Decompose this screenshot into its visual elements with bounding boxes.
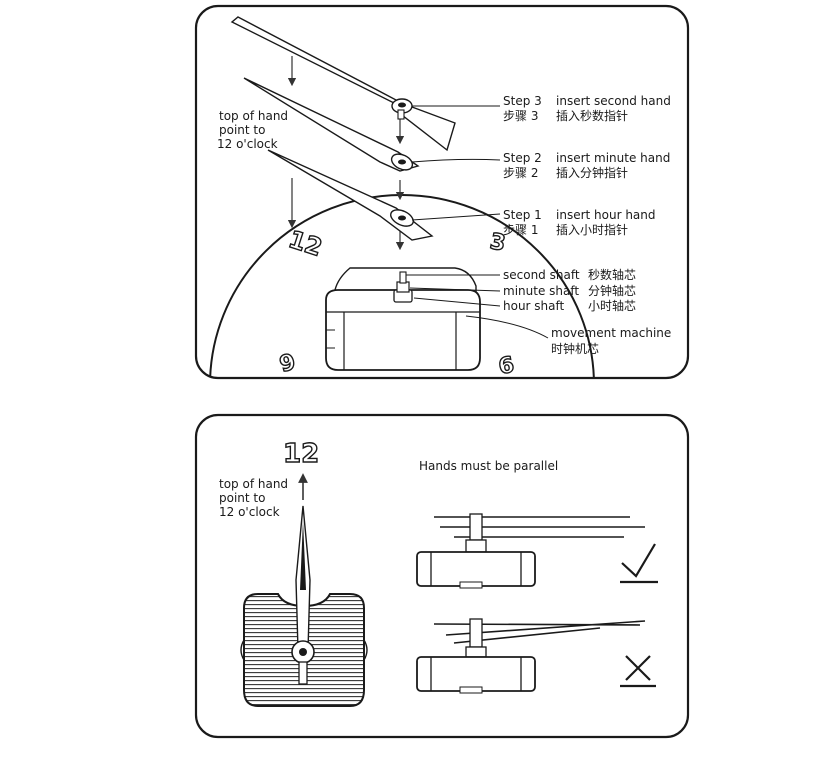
bottom-hint-line-3: 12 o'clock — [219, 505, 280, 519]
svg-text:插入秒数指针: 插入秒数指针 — [556, 108, 628, 123]
svg-text:插入小时指针: 插入小时指针 — [556, 222, 628, 237]
dial-number-3: 3 — [488, 229, 507, 256]
svg-text:insert minute hand: insert minute hand — [556, 151, 670, 165]
top-hint-line-3: 12 o'clock — [217, 137, 278, 151]
top-panel: 12 3 6 9 — [194, 4, 690, 380]
svg-text:步骤 1: 步骤 1 — [503, 223, 538, 237]
second-hand — [230, 16, 456, 152]
svg-text:Step 3: Step 3 — [503, 94, 542, 108]
svg-text:Step 2: Step 2 — [503, 151, 542, 165]
cross-icon — [620, 655, 656, 688]
check-icon — [620, 543, 658, 584]
minute-shaft-label-cn: 分钟轴芯 — [588, 283, 636, 298]
minute-shaft-label: minute shaft — [503, 284, 579, 298]
bottom-panel: 12 top of hand point to 12 o'clock Hands… — [194, 413, 690, 739]
second-shaft-label: second shaft — [503, 268, 580, 282]
step-3-label: Step 3 insert second hand 步骤 3 插入秒数指针 — [503, 94, 671, 123]
hour-shaft-label: hour shaft — [503, 299, 565, 313]
hour-hand — [267, 149, 434, 241]
dial-number-9: 9 — [277, 350, 298, 378]
second-shaft-label-cn: 秒数轴芯 — [588, 267, 636, 282]
second-shaft — [399, 271, 407, 284]
hour-shaft-label-cn: 小时轴芯 — [588, 298, 636, 313]
movement-machine — [325, 267, 481, 371]
twelve-numeral: 12 — [283, 439, 319, 469]
svg-text:插入分钟指针: 插入分钟指针 — [556, 165, 628, 180]
bottom-hint-line-1: top of hand — [219, 477, 288, 491]
step-1-label: Step 1 insert hour hand 步骤 1 插入小时指针 — [503, 208, 656, 237]
top-hint-line-2: point to — [219, 123, 265, 137]
minute-hand — [243, 77, 420, 172]
parallel-wrong-example — [416, 618, 646, 694]
svg-text:insert second hand: insert second hand — [556, 94, 671, 108]
dial-number-6: 6 — [497, 353, 516, 380]
svg-text:insert hour hand: insert hour hand — [556, 208, 656, 222]
bottom-hint-line-2: point to — [219, 491, 265, 505]
top-hint-line-1: top of hand — [219, 109, 288, 123]
svg-text:Step 1: Step 1 — [503, 208, 542, 222]
parallel-correct-example — [416, 513, 645, 589]
movement-label: movement machine — [551, 326, 671, 340]
svg-text:步骤 3: 步骤 3 — [503, 109, 538, 123]
hands-front-view — [291, 505, 315, 685]
step-2-label: Step 2 insert minute hand 步骤 2 插入分钟指针 — [503, 151, 670, 180]
parallel-title: Hands must be parallel — [419, 459, 558, 473]
svg-text:步骤 2: 步骤 2 — [503, 166, 538, 180]
leader-lines — [406, 105, 549, 339]
insert-arrows — [287, 56, 405, 251]
movement-label-cn: 时钟机芯 — [551, 341, 599, 356]
